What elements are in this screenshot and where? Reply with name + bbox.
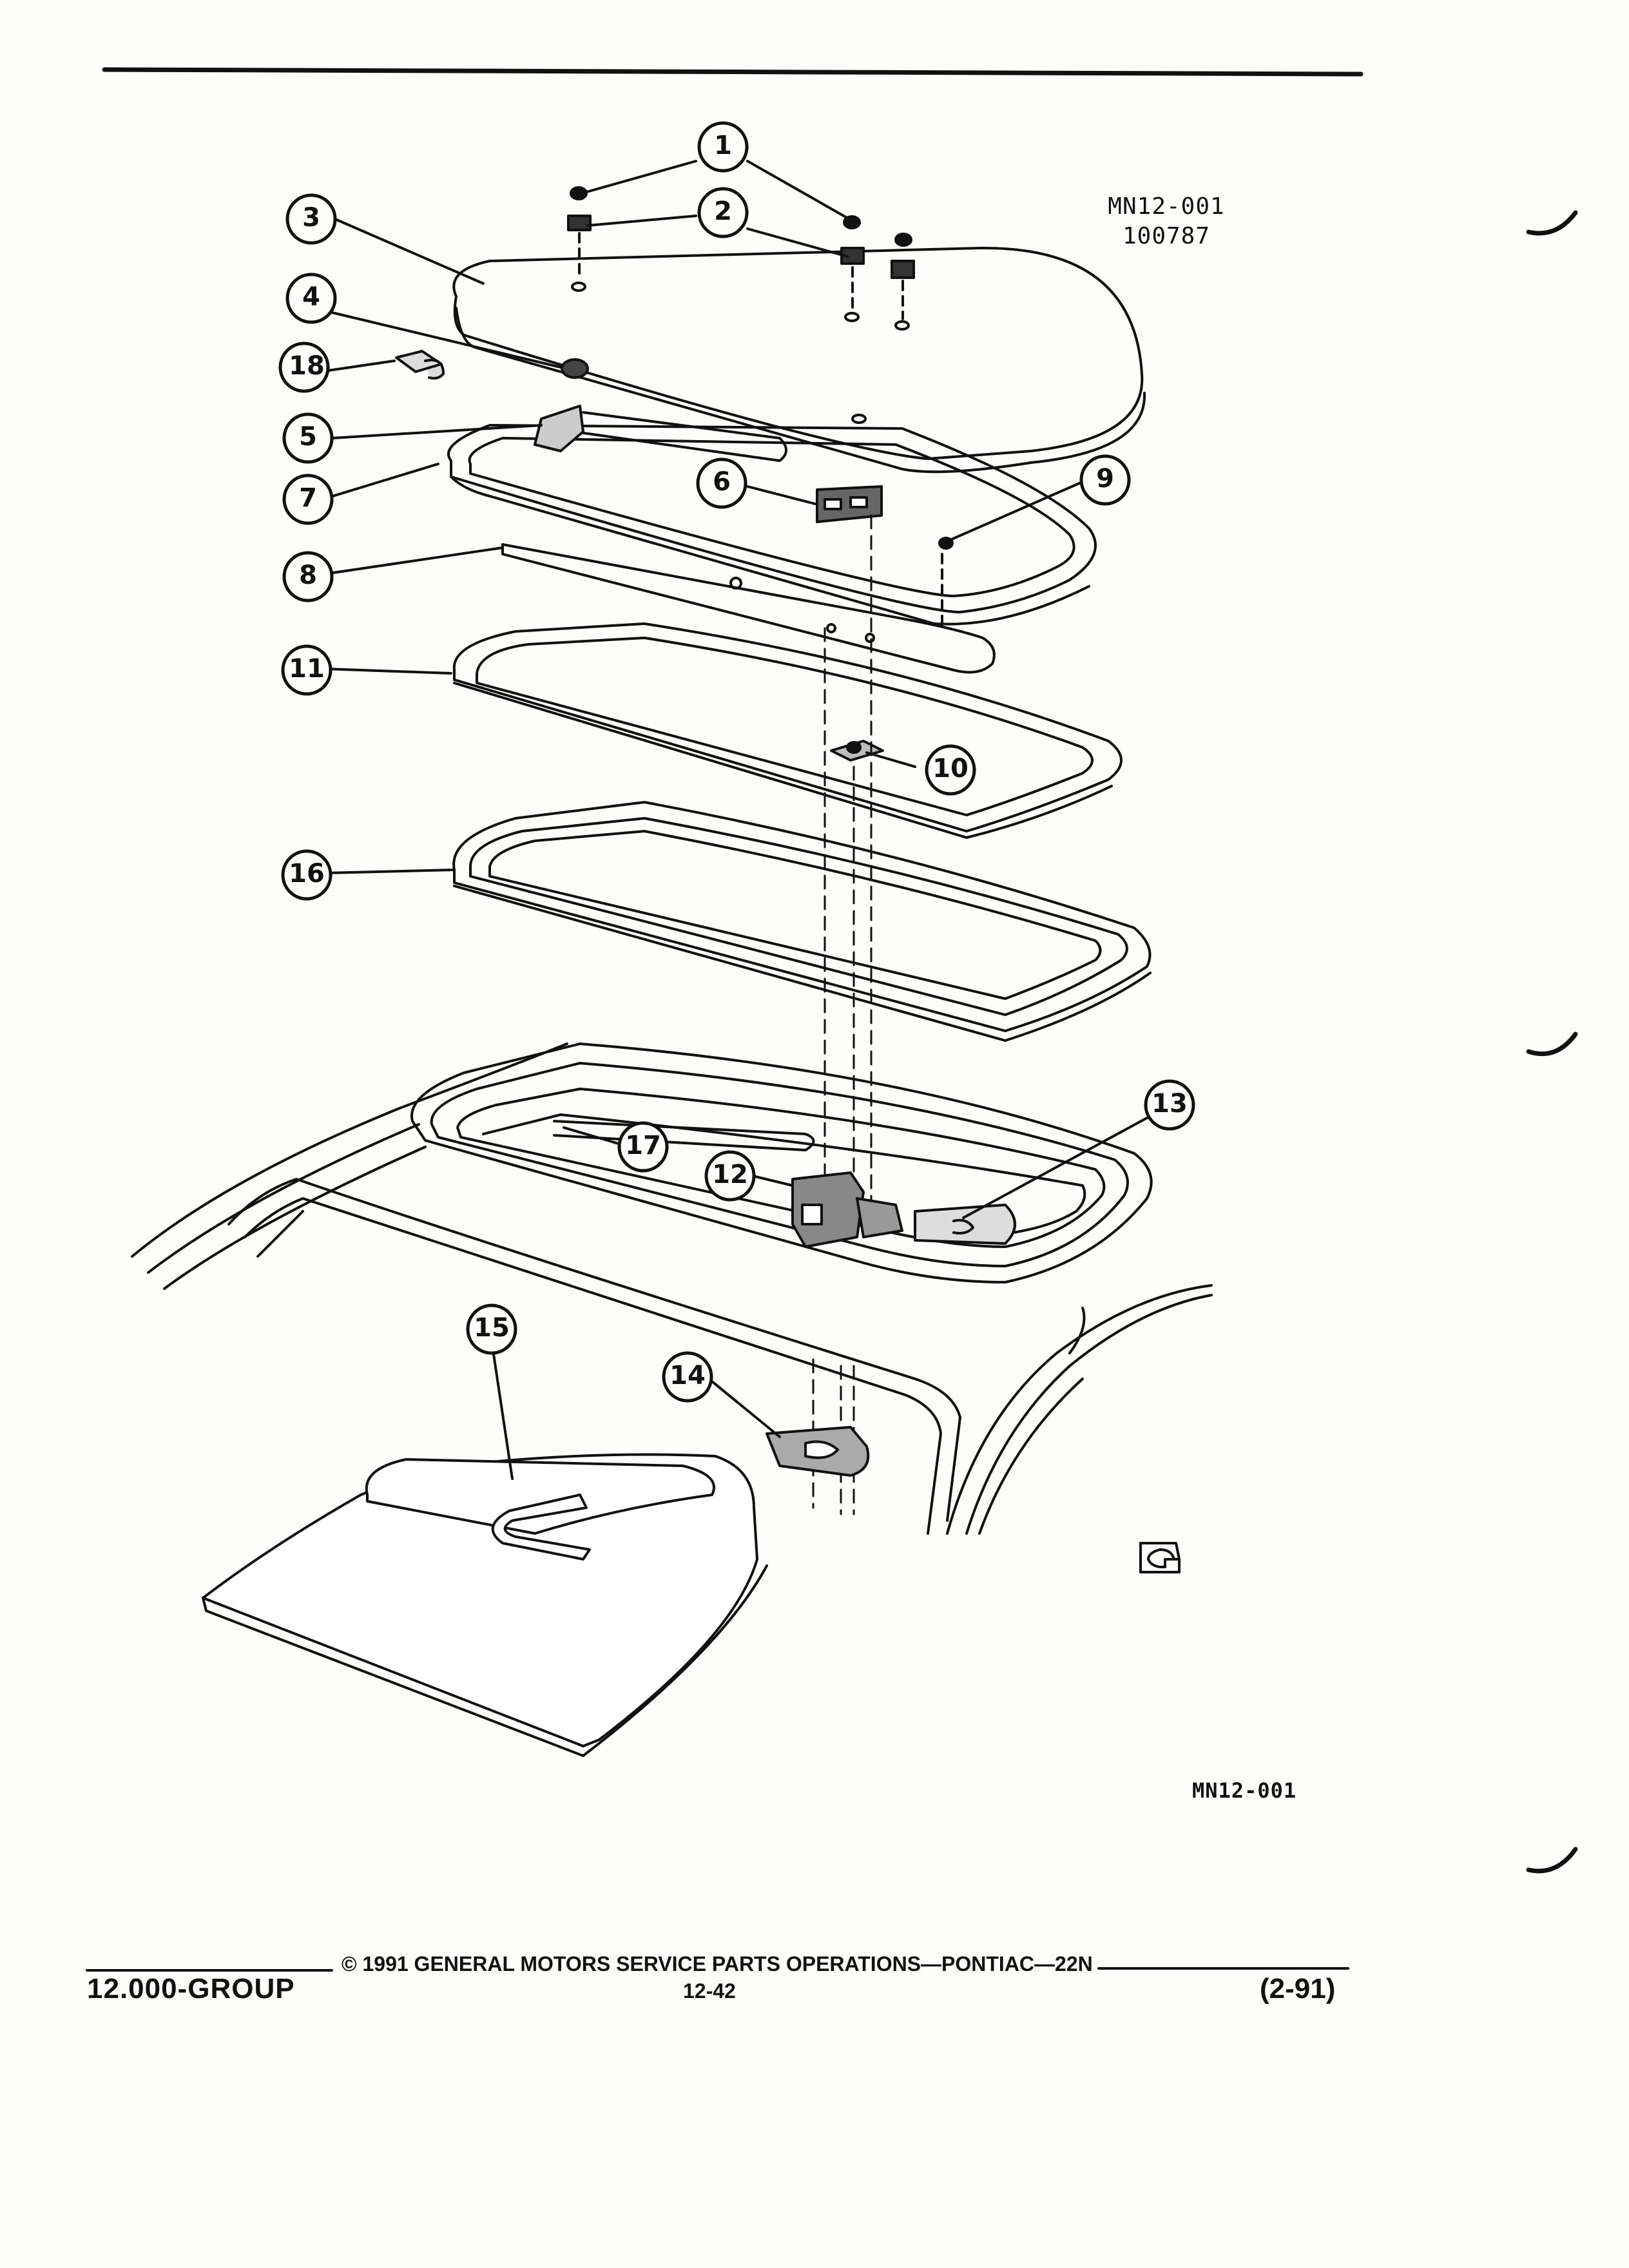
frame-seal-7 bbox=[447, 424, 1097, 626]
callout-17: 17 bbox=[625, 1131, 661, 1160]
bracket-5 bbox=[534, 405, 584, 452]
footer-copyright: © 1991 GENERAL MOTORS SERVICE PARTS OPER… bbox=[342, 1952, 1093, 1975]
callout-2: 2 bbox=[714, 197, 732, 226]
callout-3: 3 bbox=[302, 203, 320, 233]
callout-10: 10 bbox=[932, 754, 969, 783]
storage-bag-15 bbox=[202, 1453, 768, 1757]
fasteners-1-2 bbox=[567, 186, 915, 331]
figure-ref-code: MN12-001 bbox=[1108, 193, 1225, 220]
latch-12 bbox=[791, 1171, 903, 1248]
figure-ref-number: 100787 bbox=[1122, 223, 1211, 249]
catch-14 bbox=[766, 1426, 870, 1477]
gm-logo bbox=[1139, 1542, 1181, 1573]
callout-4: 4 bbox=[302, 282, 320, 312]
page-edge-mark bbox=[1526, 1847, 1578, 1874]
footer-group: 12.000-GROUP bbox=[87, 1973, 295, 2004]
callout-11: 11 bbox=[289, 654, 325, 684]
callout-6: 6 bbox=[713, 467, 731, 497]
block-6 bbox=[816, 485, 883, 523]
leader-lines bbox=[321, 160, 1148, 1480]
footer-revision: (2-91) bbox=[1260, 1973, 1336, 2004]
roof-outline bbox=[131, 1043, 1213, 1535]
clip-18 bbox=[395, 350, 445, 380]
callout-15: 15 bbox=[474, 1313, 510, 1343]
figure-bottom-ref: MN12-001 bbox=[1192, 1778, 1297, 1803]
grommet-4 bbox=[561, 358, 589, 379]
weatherstrip-16 bbox=[452, 801, 1152, 1042]
callout-12: 12 bbox=[712, 1160, 748, 1189]
callout-5: 5 bbox=[299, 422, 317, 452]
rail-8 bbox=[501, 543, 996, 674]
strip-17-lower bbox=[553, 1120, 815, 1151]
page-edge-mark bbox=[1526, 1032, 1578, 1056]
callout-1: 1 bbox=[714, 131, 732, 160]
callout-7: 7 bbox=[299, 483, 317, 513]
callout-18: 18 bbox=[289, 351, 325, 381]
callout-8: 8 bbox=[299, 561, 317, 590]
plate-13 bbox=[914, 1204, 1016, 1245]
callout-14: 14 bbox=[670, 1361, 706, 1390]
callout-circles bbox=[278, 121, 1195, 1403]
frame-11 bbox=[452, 622, 1123, 839]
callout-13: 13 bbox=[1152, 1089, 1188, 1119]
callout-16: 16 bbox=[289, 859, 325, 889]
callout-9: 9 bbox=[1096, 464, 1114, 494]
strip-17-upper bbox=[582, 411, 787, 462]
top-rule bbox=[102, 67, 1364, 77]
footer-page-number: 12-42 bbox=[683, 1979, 736, 2003]
page-edge-mark bbox=[1526, 210, 1578, 236]
